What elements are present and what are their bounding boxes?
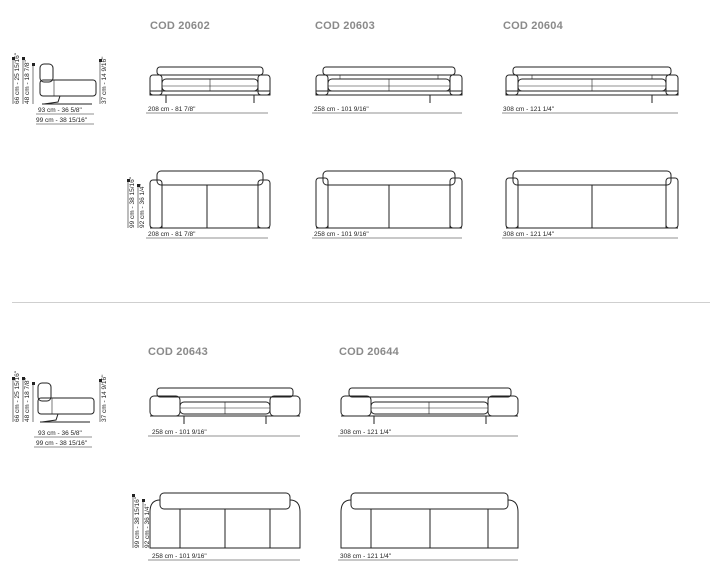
plan-depth-92-2: 92 cm - 36 1/4" <box>144 503 151 548</box>
product-code-20644: COD 20644 <box>339 346 399 358</box>
width-label-20644: 308 cm - 121 1/4" <box>340 429 392 436</box>
plan-width-label-20602: 208 cm - 81 7/8" <box>148 231 196 238</box>
plan-view-20604 <box>502 170 679 239</box>
plan-depth-99-1: 99 cm - 38 15/16" <box>129 176 136 228</box>
side-width-label-1: 93 cm - 36 5/8" <box>38 107 83 114</box>
product-code-20602: COD 20602 <box>150 20 210 32</box>
plan-view-20643 <box>132 492 301 561</box>
side-height-37-2: 37 cm - 14 9/16" <box>101 374 108 422</box>
front-view-20643 <box>148 387 301 437</box>
width-label-20604: 308 cm - 121 1/4" <box>503 106 555 113</box>
plan-view-20644 <box>338 492 519 561</box>
side-height-37-1: 37 cm - 14 9/16" <box>101 56 108 104</box>
plan-width-label-20604: 308 cm - 121 1/4" <box>503 231 555 238</box>
plan-width-label-20644: 308 cm - 121 1/4" <box>340 553 392 560</box>
front-view-20604 <box>502 66 679 114</box>
side-view-drawing-1 <box>12 57 102 125</box>
product-code-20604: COD 20604 <box>503 20 563 32</box>
side-height-48-2: 48 cm - 18 7/8" <box>24 377 31 422</box>
side-height-66-2: 66 cm - 25 15/16" <box>14 370 21 422</box>
width-label-20643: 258 cm - 101 9/16" <box>152 429 207 436</box>
front-view-20644 <box>338 387 519 437</box>
width-label-20603: 258 cm - 101 9/16" <box>314 106 369 113</box>
product-code-20603: COD 20603 <box>315 20 375 32</box>
section-divider <box>12 302 710 303</box>
side-height-48-1: 48 cm - 18 7/8" <box>24 59 31 104</box>
plan-width-label-20603: 258 cm - 101 9/16" <box>314 231 369 238</box>
front-view-20602 <box>146 66 271 114</box>
front-view-20603 <box>312 66 463 114</box>
side-height-66-1: 66 cm - 25 15/16" <box>14 52 21 104</box>
width-label-20602: 208 cm - 81 7/8" <box>148 106 196 113</box>
side-view-drawing-2 <box>12 377 102 448</box>
plan-depth-99-2: 99 cm - 38 15/16" <box>134 496 141 548</box>
plan-depth-92-1: 92 cm - 36 1/4" <box>139 183 146 228</box>
side-width-label-2: 93 cm - 36 5/8" <box>38 430 83 437</box>
plan-view-20603 <box>312 170 463 239</box>
side-depth-label-2: 99 cm - 38 15/16" <box>36 440 88 447</box>
plan-width-label-20643: 258 cm - 101 9/16" <box>152 553 207 560</box>
side-depth-label-1: 99 cm - 38 15/16" <box>36 117 88 124</box>
product-code-20643: COD 20643 <box>148 346 208 358</box>
plan-view-20602 <box>127 170 271 239</box>
